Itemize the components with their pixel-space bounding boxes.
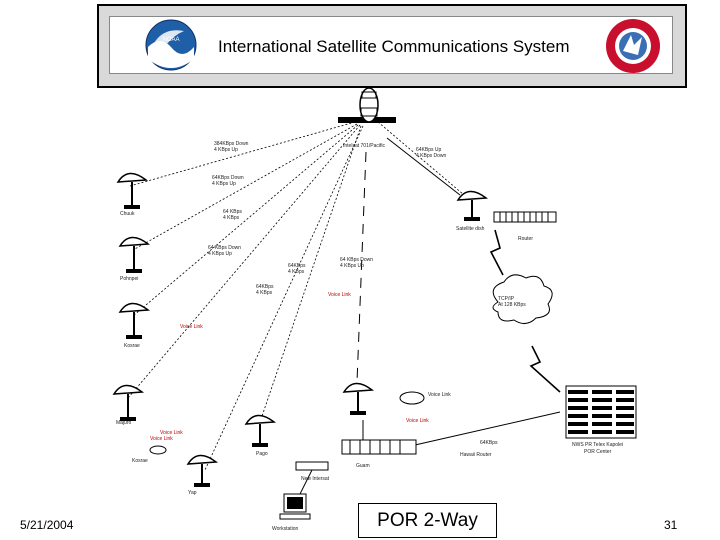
- voice-link-label: Voice Link: [328, 292, 351, 298]
- hawaii-router-label: Hawaii Router: [460, 452, 492, 458]
- wired-links: [362, 137, 561, 446]
- intersat-box: [295, 461, 329, 471]
- phone-icon: [399, 391, 425, 405]
- voice-link-label: Voice Link: [160, 430, 183, 436]
- guam-label: Guam: [356, 463, 370, 469]
- satellite-icon: [338, 87, 396, 123]
- router-rack-guam: [341, 439, 417, 455]
- lightning-links: [489, 229, 561, 393]
- chuuk-label: Chuuk: [120, 211, 135, 217]
- dish-yap: [186, 454, 219, 487]
- workstation-link: [299, 469, 313, 495]
- dish-pohnpei: [118, 236, 151, 273]
- voice-link-label: Voice Link: [406, 418, 429, 424]
- pago-label: Pago: [256, 451, 268, 457]
- dish-pago: [244, 414, 277, 447]
- guam-link: [356, 151, 367, 383]
- dish-kosrae: [118, 302, 151, 339]
- kosrae-phone-label: Kosrae: [132, 458, 148, 464]
- dish-majuro: [112, 384, 145, 421]
- nws-logo: [606, 19, 660, 73]
- dish-hawaii: [456, 190, 489, 221]
- page-title: International Satellite Communications S…: [218, 37, 570, 56]
- satellite-dish-label: Satellite dish: [456, 226, 485, 232]
- intersat-label: New Intersat: [301, 476, 330, 482]
- pohnpei-label: Pohnpei: [120, 276, 139, 282]
- svg-text:NOAA: NOAA: [162, 37, 179, 43]
- yap-label: Yap: [188, 490, 197, 496]
- satellite-links: [127, 121, 471, 471]
- router-rack-hawaii: [493, 211, 557, 223]
- dish-guam: [342, 382, 375, 415]
- nws-server-racks: [565, 385, 637, 439]
- satellite-label: Intelsat 701/Pacific: [343, 143, 385, 149]
- noaa-logo: NOAA: [145, 19, 197, 71]
- majuro-label: Majuro: [116, 420, 132, 426]
- footer-date: 5/21/2004: [20, 518, 74, 532]
- nws-center-label-1: NWS PR Telex Kapolei: [572, 442, 624, 448]
- tcp-ip-cloud: [492, 274, 553, 324]
- workstation-label: Workstation: [272, 526, 299, 532]
- voice-link-label: Voice Link: [180, 324, 203, 330]
- router-label: Router: [518, 236, 534, 242]
- honolulu-speed-label: 64KBps: [480, 440, 498, 446]
- workstation-icon: [279, 493, 311, 520]
- page-number: 31: [664, 518, 678, 532]
- voice-phone-icon: [149, 445, 167, 455]
- phone-label: Voice Link: [428, 392, 451, 398]
- voice-link-label: Voice Link: [150, 436, 173, 442]
- nws-center-label-2: POR Center: [584, 449, 612, 455]
- header-frame: NOAA International Satellite Communicati…: [97, 4, 687, 88]
- dish-chuuk: [116, 172, 149, 209]
- slide-label-box: POR 2-Way: [358, 503, 497, 538]
- header-panel: NOAA International Satellite Communicati…: [109, 16, 673, 74]
- kosrae-label: Kosrae: [124, 343, 140, 349]
